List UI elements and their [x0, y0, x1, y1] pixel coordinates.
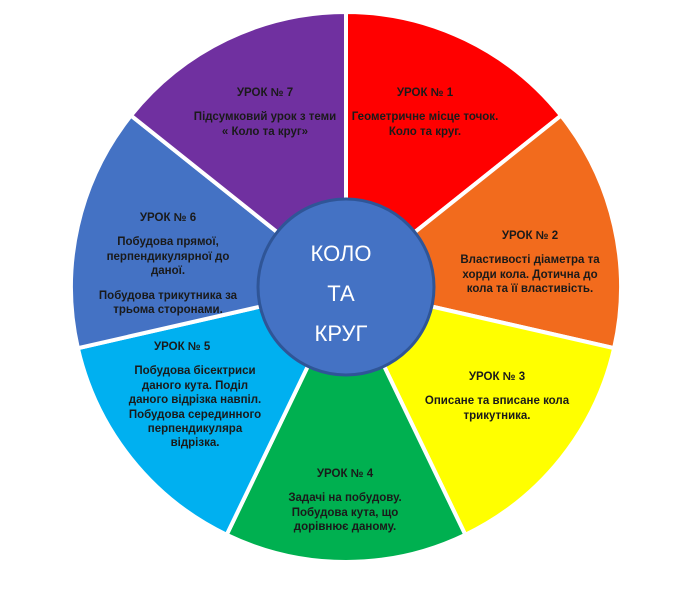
- center-line-3: КРУГ: [314, 321, 368, 346]
- lesson-4-body-1: Задачі на побудову.: [288, 492, 402, 505]
- lesson-3-segment: [342, 284, 617, 538]
- lesson-5-body-2: даного кута. Поділ: [141, 379, 249, 392]
- lesson-5-body-6: відрізка.: [170, 437, 220, 450]
- center-line-1: КОЛО: [310, 241, 372, 266]
- lesson-2-body-3: кола та її властивість.: [466, 283, 594, 296]
- lesson-2-label: УРОК № 2 Властивості діаметра та хорди к…: [450, 229, 610, 307]
- lesson-7-body-2: « Коло та круг»: [221, 125, 309, 138]
- lesson-5-title: УРОК № 5: [154, 341, 211, 353]
- lesson-2-body-2: хорди кола. Дотична до: [462, 268, 598, 281]
- lesson-5-label: УРОК № 5 Побудова бісектриси даного кута…: [110, 340, 280, 461]
- center-circle: [256, 197, 436, 377]
- lesson-6-body-3: даної.: [150, 265, 186, 278]
- lesson-6-body-1: Побудова прямої,: [117, 236, 219, 249]
- lesson-2-body-1: Властивості діаметра та: [460, 254, 600, 267]
- lesson-3-label: УРОК № 3 Описане та вписане кола трикутн…: [412, 370, 582, 433]
- lesson-3-body-2: трикутника.: [463, 409, 531, 422]
- lesson-4-title: УРОК № 4: [316, 468, 374, 480]
- lesson-1-label: УРОК № 1 Геометричне місце точок. Коло т…: [345, 86, 505, 149]
- lesson-5-body-4: Побудова серединного: [128, 408, 262, 421]
- center-title: КОЛО ТА КРУГ: [254, 234, 428, 354]
- lesson-3-body-1: Описане та вписане кола: [424, 395, 570, 408]
- lesson-4-label: УРОК № 4 Задачі на побудову. Побудова ку…: [265, 467, 425, 545]
- lesson-7-title: УРОК № 7: [236, 87, 294, 99]
- lesson-4-segment: [224, 282, 468, 565]
- lesson-6-body-4: Побудова трикутника за: [98, 289, 238, 302]
- lesson-3-title: УРОК № 3: [468, 371, 526, 383]
- lesson-6-body-2: перпендикулярної до: [106, 250, 230, 263]
- lesson-7-body-1: Підсумковий урок з теми: [193, 111, 337, 124]
- lesson-6-title: УРОК № 6: [139, 212, 197, 224]
- lesson-5-body-1: Побудова бісектриси: [134, 365, 256, 378]
- lesson-4-body-3: дорівнює даному.: [293, 521, 397, 534]
- lesson-7-label: УРОК № 7 Підсумковий урок з теми « Коло …: [180, 86, 350, 149]
- center-line-2: ТА: [327, 281, 355, 306]
- lesson-2-title: УРОК № 2: [501, 230, 559, 242]
- lesson-6-label: УРОК № 6 Побудова прямої, перпендикулярн…: [88, 211, 248, 327]
- lesson-5-body-3: даного відрізка навпіл.: [128, 394, 262, 407]
- lesson-6-body-5: трьома сторонами.: [113, 303, 223, 316]
- lesson-1-body-2: Коло та круг.: [388, 125, 462, 138]
- lesson-1-body-1: Геометричне місце точок.: [351, 111, 499, 124]
- lesson-5-body-5: перпендикуляра: [147, 422, 243, 435]
- lesson-5-segment: [75, 284, 350, 538]
- lesson-4-body-2: Побудова кута, що: [291, 506, 399, 519]
- lesson-1-title: УРОК № 1: [396, 87, 454, 99]
